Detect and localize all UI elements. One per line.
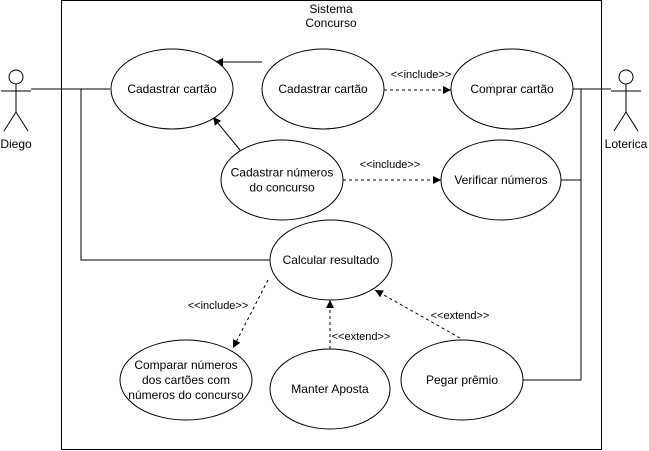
system-title-line1: Sistema [309,2,353,16]
use-case-label-line: Calcular resultado [283,253,380,267]
use-case-comprar-cartao[interactable]: Comprar cartão [450,48,574,130]
use-case-cadastrar-cartao-secondary[interactable]: Cadastrar cartão [261,48,385,130]
use-case-pegar-premio[interactable]: Pegar prêmio [400,339,524,421]
use-case-label-line: Manter Aposta [291,382,369,396]
use-case-label-line: Cadastrar números [231,166,334,180]
system-boundary [61,0,602,450]
extend-arrow-pegar [374,289,461,339]
svg-text:Calcular resultado: Calcular resultado [283,253,380,267]
use-case-label-line: Comprar cartão [470,82,554,96]
actor-diego[interactable] [1,69,31,132]
system-title-line2: Concurso [305,16,357,30]
include-label-verificar: <<include>> [360,159,421,171]
use-case-label-line: Cadastrar cartão [127,82,217,96]
extend-label-manter: <<extend>> [332,331,391,343]
use-case-label-line: dos cartões com [142,373,230,387]
use-case-calcular-resultado[interactable]: Calcular resultado [269,219,393,301]
svg-text:Manter Aposta: Manter Aposta [291,382,369,396]
use-case-label-line: Verificar números [454,173,547,187]
use-case-manter-aposta[interactable]: Manter Aposta [269,348,391,430]
actor-loterica-label: Loterica [605,137,648,151]
include-label-comprar: <<include>> [391,69,452,81]
use-case-label-line: do concurso [249,181,315,195]
association-lines [31,88,611,381]
svg-text:Pegar prêmio: Pegar prêmio [426,373,498,387]
use-case-label-line: números do concurso [128,388,244,402]
use-case-label-line: Pegar prêmio [426,373,498,387]
actor-diego-head [8,69,24,85]
use-case-verificar-numeros[interactable]: Verificar números [440,139,562,221]
actor-diego-label: Diego [0,137,32,151]
actor-loterica[interactable] [611,69,641,132]
use-case-label-line: Comparar números [134,358,237,372]
arrow-numeros-to-main [212,116,241,151]
use-case-label-line: Cadastrar cartão [278,82,368,96]
svg-text:Cadastrar cartão: Cadastrar cartão [278,82,368,96]
actor-loterica-head [618,69,634,85]
extend-label-pegar: <<extend>> [431,310,490,322]
include-arrow-comparar [232,279,269,349]
svg-text:Cadastrar cartão: Cadastrar cartão [127,82,217,96]
include-label-comparar: <<include>> [188,300,249,312]
svg-text:Comprar cartão: Comprar cartão [470,82,554,96]
use-case-cadastrar-cartao-main[interactable]: Cadastrar cartão [110,48,234,130]
svg-text:Verificar números: Verificar números [454,173,547,187]
